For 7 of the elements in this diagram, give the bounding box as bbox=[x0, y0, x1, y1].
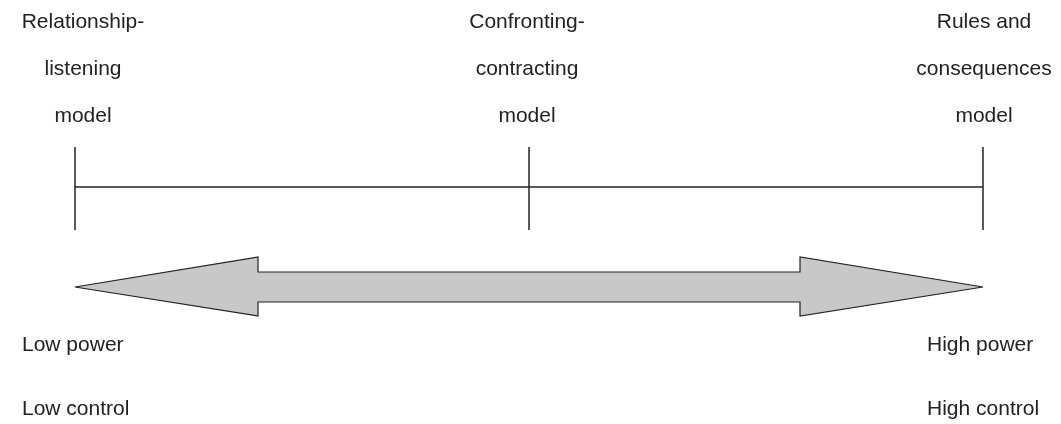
scale-end-label: Low power bbox=[22, 331, 124, 357]
model-label: Confronting- contracting model bbox=[468, 8, 586, 128]
scale-end-label: Low control bbox=[22, 395, 130, 421]
model-label: Relationship- listening model bbox=[20, 8, 146, 128]
scale-end-label: High control bbox=[927, 395, 1040, 421]
scale-end-label: High power bbox=[927, 331, 1034, 357]
model-label: Rules and consequences model bbox=[915, 8, 1053, 128]
